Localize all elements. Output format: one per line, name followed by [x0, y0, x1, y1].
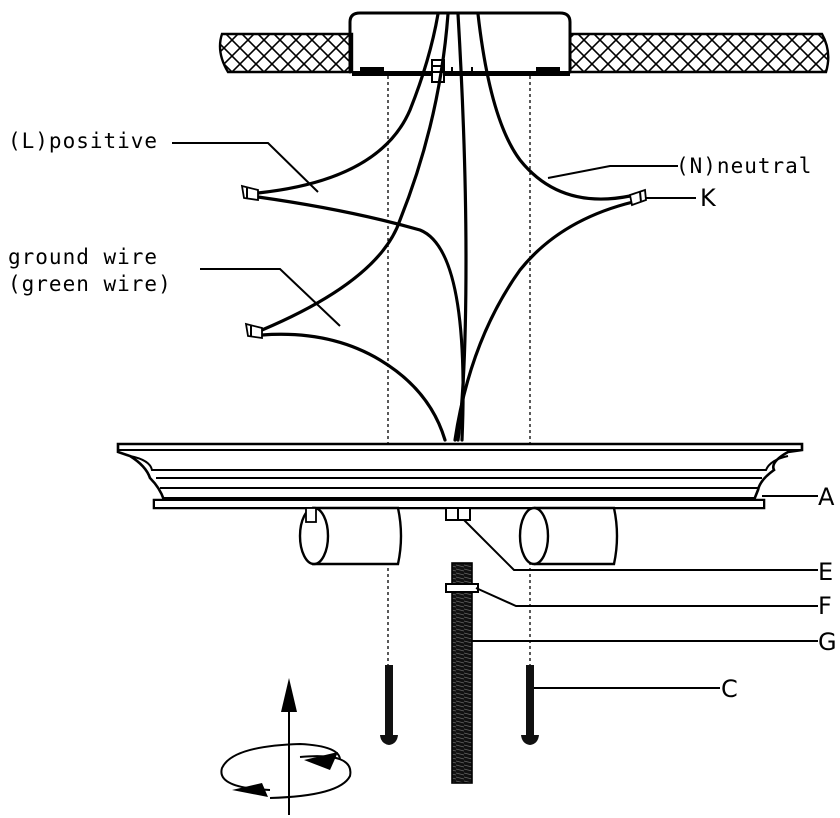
label-ground-line1: ground wire [8, 245, 158, 269]
label-f: F [818, 592, 832, 620]
label-k: K [700, 184, 717, 212]
leader-lines [172, 142, 818, 689]
rotate-arrow-icon [220, 678, 352, 815]
label-positive: (L)positive [8, 129, 158, 153]
wires [256, 12, 635, 442]
screw-right [521, 665, 539, 745]
screw-left [380, 665, 398, 745]
label-c: C [721, 675, 738, 703]
wire-connector-positive [240, 184, 259, 202]
fixture-canopy [116, 442, 804, 510]
lamp-holder-left [298, 506, 403, 566]
wire-connector-neutral [628, 188, 647, 207]
lamp-holder-right [518, 506, 619, 566]
center-nut [445, 507, 471, 521]
label-e: E [818, 558, 833, 586]
wire-connector-ground [244, 322, 263, 340]
label-neutral: (N)neutral [676, 154, 812, 178]
label-g: G [818, 628, 837, 656]
label-ground-line2: (green wire) [8, 272, 172, 296]
threaded-rod [445, 562, 479, 784]
label-a: A [818, 483, 835, 511]
ceiling [218, 32, 830, 74]
